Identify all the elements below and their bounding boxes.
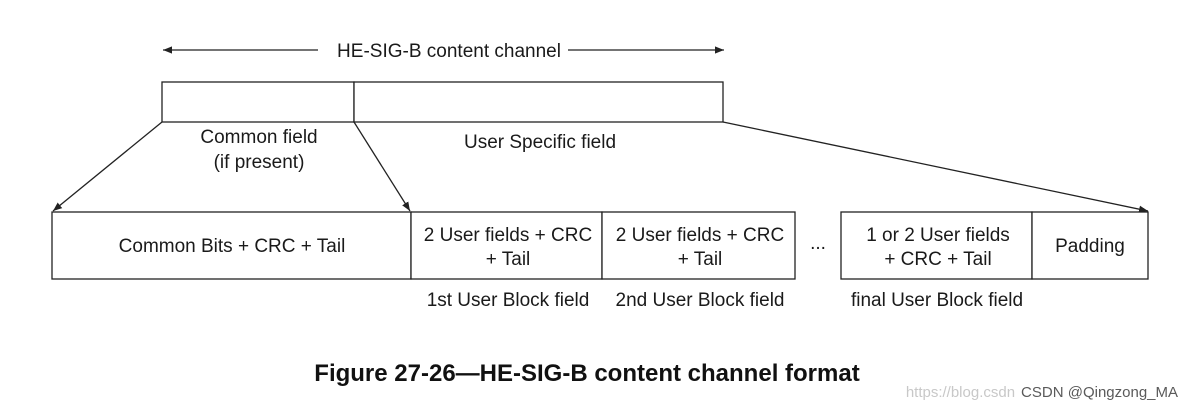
user-block-1-line1: 2 User fields + CRC xyxy=(424,225,592,246)
common-field-note: (if present) xyxy=(214,152,305,173)
expand-arrow-common-left xyxy=(52,121,163,212)
watermark-url: https://blog.csdn xyxy=(906,384,1015,401)
span-label: HE-SIG-B content channel xyxy=(337,41,561,62)
user-block-1-line2: + Tail xyxy=(486,249,531,270)
common-bits-box xyxy=(51,211,412,280)
label-final-user-block: final User Block field xyxy=(851,290,1023,311)
common-bits-label: Common Bits + CRC + Tail xyxy=(119,236,346,257)
expand-arrow-common-right xyxy=(353,121,411,212)
label-1st-user-block: 1st User Block field xyxy=(427,290,590,311)
user-specific-field-label: User Specific field xyxy=(464,132,616,153)
watermark: https://blog.csdn CSDN @Qingzong_MA xyxy=(906,384,1178,401)
figure-caption: Figure 27-26—HE-SIG-B content channel fo… xyxy=(314,360,859,387)
label-2nd-user-block: 2nd User Block field xyxy=(616,290,785,311)
user-block-1-box xyxy=(410,211,603,280)
padding-box xyxy=(1031,211,1149,280)
final-block-line2: + CRC + Tail xyxy=(884,249,991,270)
expand-arrow-user-specific xyxy=(722,121,1149,213)
user-block-2-line2: + Tail xyxy=(678,249,723,270)
common-field-box xyxy=(161,81,355,123)
user-specific-field-box xyxy=(353,81,724,123)
user-block-2-box xyxy=(601,211,796,280)
padding-label: Padding xyxy=(1055,236,1125,257)
watermark-credit: CSDN @Qingzong_MA xyxy=(1021,384,1178,401)
ellipsis: ... xyxy=(810,233,826,254)
final-block-line1: 1 or 2 User fields xyxy=(866,225,1010,246)
user-block-2-line1: 2 User fields + CRC xyxy=(616,225,784,246)
common-field-label: Common field xyxy=(200,127,317,148)
final-user-block-box xyxy=(840,211,1033,280)
